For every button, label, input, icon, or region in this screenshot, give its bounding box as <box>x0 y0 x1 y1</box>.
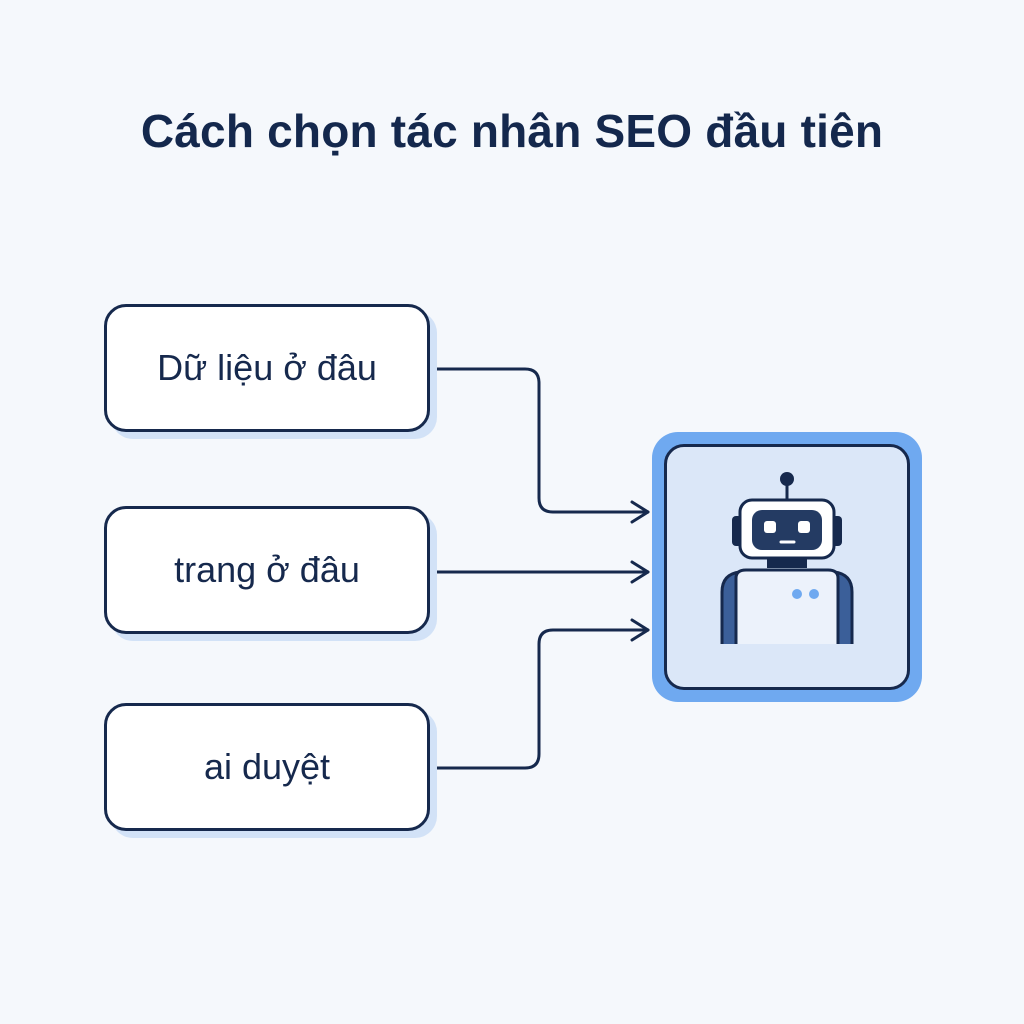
robot-icon <box>720 472 854 644</box>
input-box-page-location: trang ở đâu <box>104 506 430 634</box>
arrowhead-top <box>630 500 650 524</box>
diagram-title: Cách chọn tác nhân SEO đầu tiên <box>140 105 884 157</box>
input-label: ai duyệt <box>203 746 331 787</box>
connector-bottom <box>430 628 650 770</box>
input-label: Dữ liệu ở đâu <box>157 347 377 388</box>
input-box-reviewer: ai duyệt <box>104 703 430 831</box>
arrowhead-bottom <box>630 618 650 642</box>
input-box-data-location: Dữ liệu ở đâu <box>104 304 430 432</box>
arrowhead-middle <box>630 560 650 584</box>
input-label: trang ở đâu <box>174 549 360 590</box>
connector-top <box>430 367 650 514</box>
